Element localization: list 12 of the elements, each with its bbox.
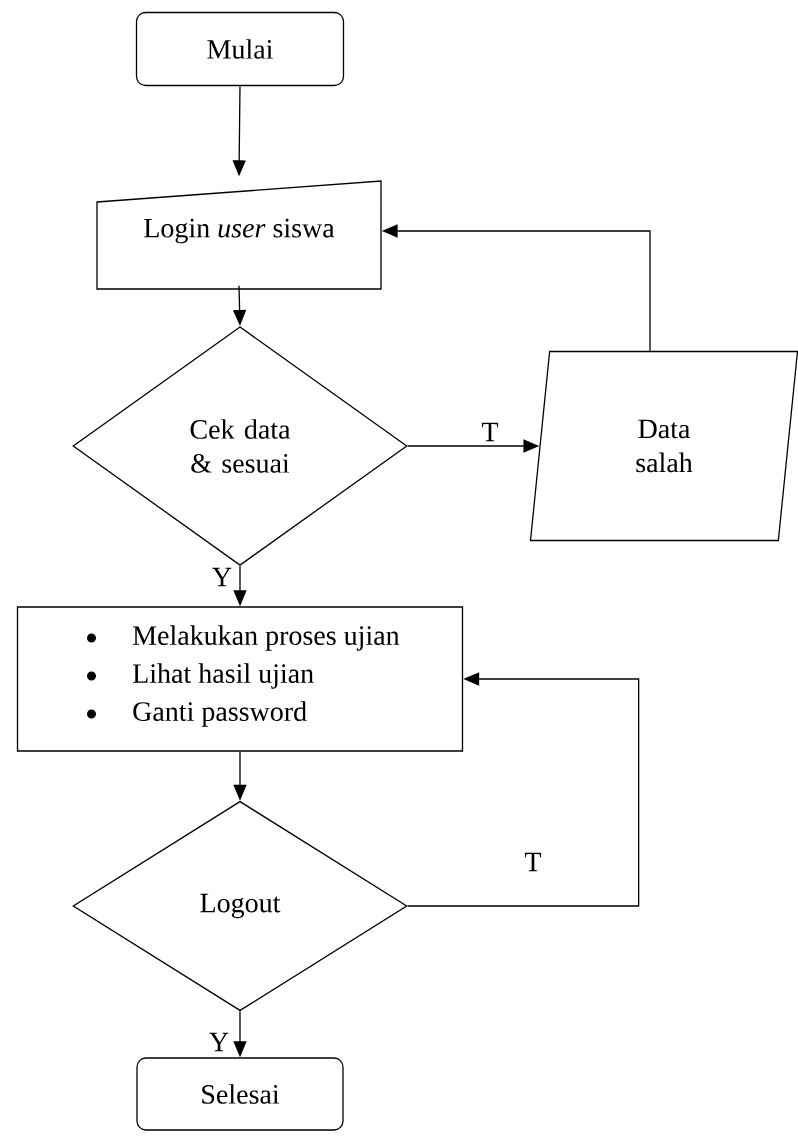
list-item: Ganti password (87, 701, 307, 727)
list-item: Melakukan proses ujian (87, 625, 400, 651)
process-box (16, 606, 464, 752)
edge-label: T (480, 421, 500, 443)
data-parallelogram: Data salah (529, 350, 798, 542)
terminator-box: Selesai (136, 1057, 344, 1131)
edge-label: T (523, 851, 543, 873)
list-item: Lihat hasil ujian (87, 663, 314, 689)
edge-label: Y (210, 566, 234, 588)
edge-label: Y (207, 1031, 231, 1053)
arrow (407, 672, 640, 907)
terminator-box: Mulai (135, 11, 345, 87)
